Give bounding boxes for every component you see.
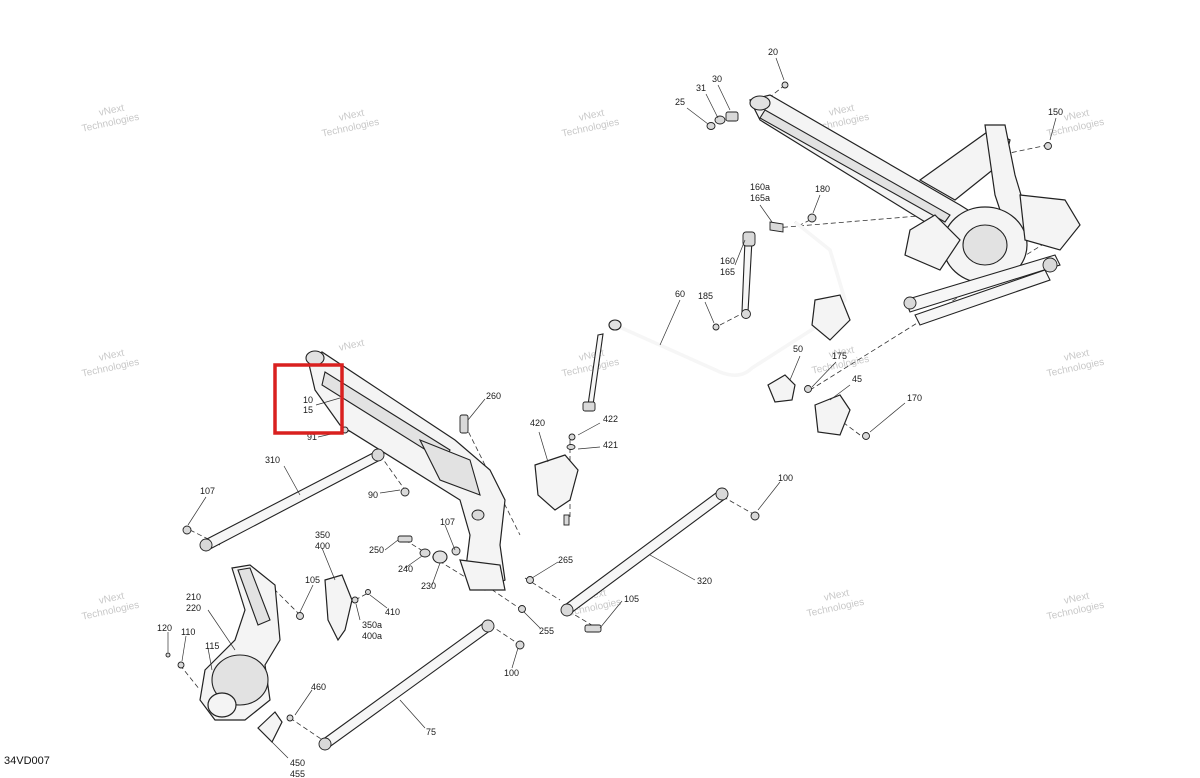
callout-420: 420 [530, 418, 545, 428]
callout-100b: 100 [504, 668, 519, 678]
callout-180: 180 [815, 184, 830, 194]
callout-240: 240 [398, 564, 413, 574]
callout-107a: 107 [200, 486, 215, 496]
bracket-450 [257, 711, 294, 744]
callout-90: 90 [368, 490, 378, 500]
callout-165: 165 [720, 267, 735, 277]
callout-25: 25 [675, 97, 685, 107]
callout-15: 15 [303, 405, 313, 415]
knuckle-assembly [165, 564, 304, 721]
callout-170: 170 [907, 393, 922, 403]
callout-265: 265 [558, 555, 573, 565]
watermark-vnext: vNext [1063, 108, 1091, 124]
callout-220: 220 [186, 603, 201, 613]
callout-310: 310 [265, 455, 280, 465]
guard-350 [324, 574, 371, 642]
callout-350a: 350a [362, 620, 382, 630]
sway-bar-assembly [582, 213, 870, 440]
diagram-code-label: 34VD007 [4, 755, 50, 767]
callout-210: 210 [186, 592, 201, 602]
callout-30: 30 [712, 74, 722, 84]
watermark-vnext: vNext [1063, 591, 1091, 607]
callout-455: 455 [290, 769, 305, 778]
callout-10: 10 [303, 395, 313, 405]
callout-320: 320 [697, 576, 712, 586]
callout-175: 175 [832, 351, 847, 361]
watermark-vnext: vNext [578, 108, 606, 124]
callout-185: 185 [698, 291, 713, 301]
callout-105a: 105 [305, 575, 320, 585]
callout-105b: 105 [624, 594, 639, 604]
watermark-vnext: vNext [338, 108, 366, 124]
watermark-vnext: vNext [823, 588, 851, 604]
watermark-vnext: vNext [1063, 348, 1091, 364]
watermark-vnext: vNext [828, 103, 856, 119]
callout-75: 75 [426, 727, 436, 737]
callout-120: 120 [157, 623, 172, 633]
watermark-vnext: vNext [98, 103, 126, 119]
callout-422: 422 [603, 414, 618, 424]
control-rod-75 [318, 619, 525, 751]
callout-450: 450 [290, 758, 305, 768]
callout-31: 31 [696, 83, 706, 93]
watermark-vnext: vNext [828, 345, 856, 361]
callout-165a: 165a [750, 193, 770, 203]
callout-45: 45 [852, 374, 862, 384]
callout-107b: 107 [440, 517, 455, 527]
watermark-vnext: vNext [98, 348, 126, 364]
callout-260: 260 [486, 391, 501, 401]
callout-250: 250 [369, 545, 384, 555]
callout-160: 160 [720, 256, 735, 266]
callout-115: 115 [205, 641, 219, 651]
callout-110: 110 [181, 627, 195, 637]
callout-410: 410 [385, 607, 400, 617]
callout-150: 150 [1048, 107, 1063, 117]
callout-400: 400 [315, 541, 330, 551]
callout-50: 50 [793, 344, 803, 354]
callout-91: 91 [307, 432, 317, 442]
callout-421: 421 [603, 440, 618, 450]
watermark-vnext: vNext [338, 338, 366, 354]
bushings-230-240-250 [397, 535, 534, 613]
highlight-box [273, 363, 344, 435]
callout-400a: 400a [362, 631, 382, 641]
main-trailing-arm [305, 350, 506, 591]
control-rod-320 [560, 487, 760, 633]
callout-160a: 160a [750, 182, 770, 192]
callout-460: 460 [311, 682, 326, 692]
callout-230: 230 [421, 581, 436, 591]
callout-60: 60 [675, 289, 685, 299]
callout-255: 255 [539, 626, 554, 636]
callout-labels: 20 30 31 25 150 160a 165a 180 160 165 18… [157, 47, 1063, 778]
callout-350: 350 [315, 530, 330, 540]
watermark-vnext: vNext [98, 591, 126, 607]
control-rod-310 [182, 448, 385, 552]
leader-lines [167, 57, 1057, 759]
callout-100a: 100 [778, 473, 793, 483]
skid-plate [534, 433, 579, 526]
trailing-arm-assembly [706, 81, 1081, 326]
callout-20: 20 [768, 47, 778, 57]
